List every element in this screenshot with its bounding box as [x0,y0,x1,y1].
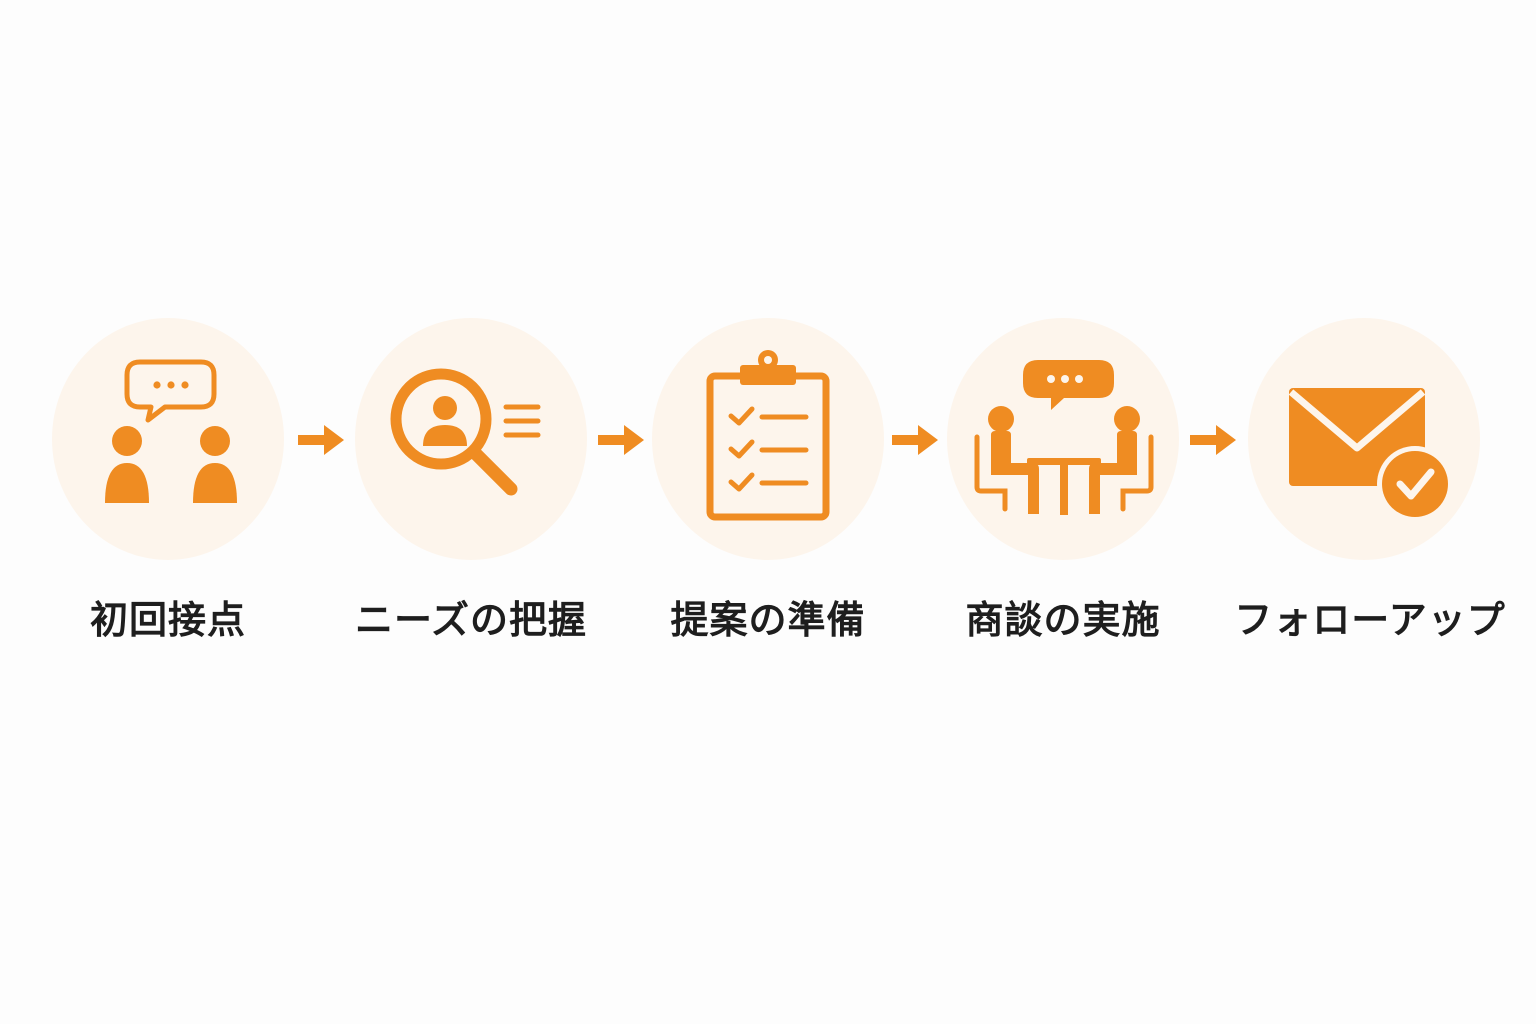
step-label: 提案の準備 [670,598,866,642]
clipboard-checklist-icon [706,350,830,521]
arrow-right-icon [890,420,940,460]
step-label: フォローアップ [1234,598,1506,642]
arrow-right-icon [296,420,346,460]
step-label: 商談の実施 [965,598,1161,642]
step-icon-circle [947,318,1179,560]
arrow-right-icon [596,420,646,460]
step-label: 初回接点 [89,598,246,642]
step-proposal-preparation [652,318,884,560]
step-business-meeting [947,318,1179,560]
step-icon-circle [1248,318,1480,560]
step-icon-circle [52,318,284,560]
magnifier-person-icon [390,368,541,496]
arrow-right-icon [1188,420,1238,460]
step-icon-circle [652,318,884,560]
step-needs-assessment [355,318,587,560]
meeting-table-icon [974,360,1154,515]
step-icon-circle [355,318,587,560]
two-people-chat-icon [105,359,237,503]
step-first-contact [52,318,284,560]
step-follow-up [1248,318,1480,560]
step-label: ニーズの把握 [354,598,588,642]
envelope-check-icon [1288,388,1453,522]
